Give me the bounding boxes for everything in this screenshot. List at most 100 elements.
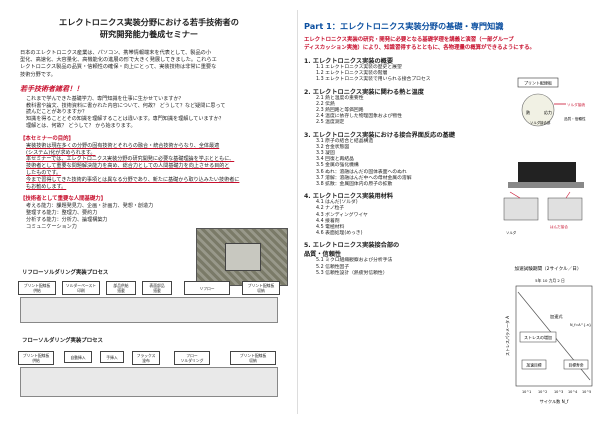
diagram-box — [517, 77, 559, 88]
section-item: 4.4 接着剤 — [316, 218, 340, 224]
section-item: 5.2 信頼性因子 — [316, 264, 350, 270]
reflow-diagram: プリント配線板 供給 ソルダーペースト 印刷 部品供給 搭載 表面部品 搭載 リ… — [14, 279, 284, 333]
reflow-box: リフロー — [184, 281, 230, 295]
section-item: 5.1 ミクロ組織観察および分析手法 — [316, 258, 393, 264]
aim-line: 技術者として重要な問題解決能力を高め、総合力としての人間基礎力を向上させる目的と — [26, 163, 230, 170]
x-tick: 10^4 — [568, 390, 577, 394]
reflow-title: リフローソルダリング実装プロセス — [22, 270, 109, 276]
diagram-label: はんだ接合 — [550, 224, 568, 229]
aim-line: もお勧めします。 — [26, 183, 67, 190]
aim-text: 実装技術は現在多くの分野の固有技術とそれらの融合・統合技術からなり、全体最適 (… — [8, 143, 290, 191]
part-intro-line: エレクトロニクス実装の研究・開発に必要となる基礎学理を講義と演習（一部グループ — [304, 37, 514, 43]
section-item: 3.6 ぬれ：溶融はんだの固体表面へのぬれ — [316, 169, 407, 175]
reflow-box: ソルダーペースト 印刷 — [62, 281, 100, 295]
package-cross-section: はんだ接合 ソルダ — [503, 162, 584, 235]
call-title: 若手技術者諸君！！ — [20, 84, 83, 93]
section-title: 5. エレクトロニクス実装接合部の 品質・信頼性 — [304, 242, 400, 259]
curve-label: 加速式 — [550, 313, 563, 320]
diagram-label: 品質・信頼性 — [564, 116, 586, 121]
section-title: 1. エレクトロニクス実装の概要 — [304, 58, 394, 65]
diagram-label: ソルダ — [506, 230, 517, 235]
section-item: 1.2 エレクトロニクス実装の階層 — [316, 71, 388, 77]
aim-title: 【本セミナーの目的】 — [20, 135, 74, 142]
call-line: 知識を得ることとその知識を理解することは違います。専門知識を理解していますか？ — [26, 116, 224, 123]
section-item: 3.7 溶解：溶融はんだ中への母材金属の溶解 — [316, 175, 412, 181]
flow-diagram: プリント配線板 供給 自動挿入 手挿入 フラックス 塗布 フロー ソルダリング … — [14, 347, 284, 401]
diagram-label: 熱 — [526, 109, 530, 115]
human-title: 【技術者として重要な人間基礎力】 — [20, 196, 107, 203]
reflow-line-machines — [20, 297, 278, 323]
stress-label: ストレスの増加 — [524, 334, 552, 340]
section-item: 3.3 凝固 — [316, 151, 335, 157]
reflow-box: 表面部品 搭載 — [142, 281, 172, 295]
flow-box: プリント配線板 供給 — [18, 351, 54, 365]
human-line: 考える能力：課題発見力、企画・計画力、発想・創造力 — [26, 203, 154, 210]
page-divider — [297, 10, 298, 414]
part-intro-line: ディスカッション実施）により、知識習得するとともに、各物理量の概算ができるように… — [304, 45, 535, 51]
reflow-box: プリント配線板 供給 — [18, 281, 56, 295]
callout-line — [565, 191, 571, 199]
chip — [518, 162, 576, 182]
section-item: 1.3 エレクトロニクス実装で用いられる接合プロセス — [316, 77, 431, 83]
section-item: 4.3 ボンディングワイヤ — [316, 212, 368, 218]
pcb-photo — [196, 228, 288, 286]
human-line: 整理する能力：整理力、要約力 — [26, 210, 98, 217]
x-axis-label: サイクル数 N_f — [540, 398, 569, 405]
process-section: リフローソルダリング実装プロセス プリント配線板 供給 ソルダーペースト 印刷 … — [8, 252, 290, 404]
section-item: 4.2 ナノ粒子 — [316, 206, 345, 212]
section-item: 4.1 はんだ(ソルダ) — [316, 200, 358, 206]
section-item: 2.1 熱と温度の重要性 — [316, 95, 364, 101]
accel-box — [521, 359, 547, 370]
aim-line: (システム)化が求められます。 — [26, 149, 96, 156]
x-tick: 10^3 — [554, 390, 563, 394]
syllabus: 1. エレクトロニクス実装の概要 1.1 エレクトロニクス実装の歴史と展望 1.… — [304, 56, 594, 277]
flow-title: フローソルダリング実装プロセス — [22, 338, 103, 344]
target-label: 目標寿命 — [568, 363, 583, 368]
human-text: 考える能力：課題発見力、企画・計画力、発想・創造力 整理する能力：整理力、要約力… — [8, 203, 198, 230]
aim-line: 今まで習得してきた技術的事項とは異なる分野であり、新たに基礎から取り込みたい技術… — [26, 176, 240, 183]
part-intro: エレクトロニクス実装の研究・開発に必要となる基礎学理を講義と演習（一部グループ … — [304, 36, 594, 52]
x-tick: 10^1 — [522, 390, 531, 394]
flow-box: フロー ソルダリング — [174, 351, 210, 365]
section-item: 2.2 伝熱 — [316, 101, 335, 107]
section-item: 5.3 信頼性設計（熱疲労信頼性） — [316, 270, 388, 276]
callout-line — [509, 191, 521, 199]
section-item: 3.4 回復と再結晶 — [316, 157, 354, 163]
heat-stress-diagram: プリント配線板 熱 応力 ソルダ接合部 ソルダ接続 品質・信頼性 — [517, 77, 586, 127]
accel-label: 加速目標 — [526, 363, 541, 368]
formula: N_f=A^{-n} — [570, 323, 591, 327]
section-item: 1.1 エレクトロニクス実装の歴史と展望 — [316, 65, 402, 70]
flow-line-machines — [20, 367, 278, 397]
diagram-label: ソルダ接続 — [567, 102, 585, 107]
section-item: 3.8 拡散：金属固体内の原子の拡散 — [316, 182, 393, 188]
diagram-label: 応力 — [544, 109, 552, 115]
title-line-1: エレクトロニクス実装分野における若手技術者の — [59, 17, 239, 27]
flow-box: プリント配線板 収納 — [230, 351, 276, 365]
intro-line: 型化、高速化、大容量化、高機能化の進展の形で大きく発展してきました。これらエ — [20, 57, 217, 64]
inset-left — [503, 197, 539, 221]
section-item: 3.2 合金状態図 — [316, 144, 350, 150]
call-text: これまで学んできた基礎学力、専門知識を仕事に生かせていますか？ 教科書や論文、技… — [8, 96, 290, 130]
flow-box: 手挿入 — [100, 351, 124, 363]
intro-line: 日本のエレクトロニクス産業は、パソコン、携帯情報端末を代表として、製品の小 — [20, 50, 212, 56]
reflow-box: プリント配線板 収納 — [242, 281, 280, 295]
intro-line: レクトロニクス製品の品質・信頼性の確保・向上にとって、実装技術は非常に重要な — [20, 64, 217, 71]
section-title: 4. エレクトロニクス実装用材料 — [304, 193, 394, 201]
aim-line: 本セミナーでは、エレクトロニクス実装分野の研究開発に必要な基礎理論を学ぶとともに… — [26, 156, 235, 163]
substrate — [508, 182, 584, 188]
diagram-label: ソルダ接合部 — [530, 120, 551, 125]
graph-svg: 加速試験期間（2サイクル／日） 5年 10 力月 2 日 加速式 N_f=A^{… — [504, 265, 593, 405]
section-item: 4.5 電極材料 — [316, 225, 345, 231]
human-line: 分析する能力：分析力、論理構築力 — [26, 216, 108, 223]
reflow-box: 部品供給 搭載 — [106, 281, 136, 295]
section-title: 3. エレクトロニクス実装における接合界面反応の基礎 — [304, 131, 455, 139]
graph-title: 加速試験期間（2サイクル／日） — [514, 265, 581, 272]
section-item: 3.1 原子の結合と結晶構造 — [316, 138, 374, 144]
part-title: Part 1：エレクトロニクス実装分野の基礎・専門知識 — [304, 21, 504, 31]
stress-box — [519, 331, 557, 343]
intro-paragraph: 日本のエレクトロニクス産業は、パソコン、携帯情報端末を代表として、製品の小 型化… — [8, 50, 290, 79]
x-tick: 10^5 — [582, 390, 591, 394]
section-item: 2.5 温度測定 — [316, 120, 345, 126]
flow-box: 自動挿入 — [64, 351, 92, 363]
